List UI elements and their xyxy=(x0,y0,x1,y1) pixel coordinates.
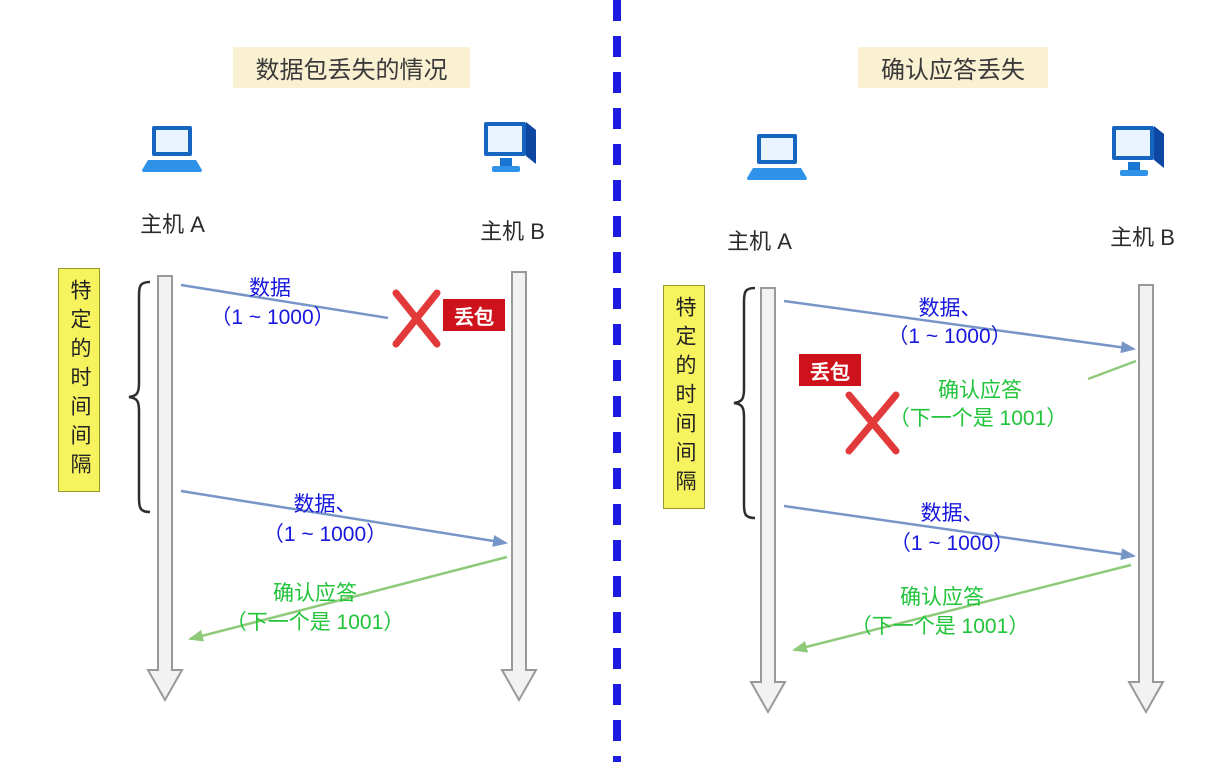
left-host-b-timeline-arrow xyxy=(500,271,538,703)
left-loss-badge: 丢包 xyxy=(443,299,505,331)
left-data1-label-line1: 数据 xyxy=(249,277,291,300)
right-ack-label-line2: （下一个是 1001） xyxy=(850,615,1030,638)
right-data2-label-line1: 数据、 xyxy=(920,502,984,525)
right-data1-label-line1: 数据、 xyxy=(918,297,982,320)
left-data1-arrow xyxy=(180,283,389,320)
desktop-icon xyxy=(484,122,536,172)
right-data2-arrow xyxy=(783,504,1136,561)
laptop-icon xyxy=(142,126,202,172)
left-data1-label-line2: （1 ~ 1000） xyxy=(210,306,335,329)
left-ack-label-line2: （下一个是 1001） xyxy=(225,611,405,634)
right-ack-lost-label-line1: 确认应答 xyxy=(938,379,1022,402)
left-ack-label-line1: 确认应答 xyxy=(273,582,357,605)
left-loss-x-icon xyxy=(392,289,441,348)
right-interval-brace xyxy=(733,286,756,520)
left-ack-arrow xyxy=(188,555,508,642)
left-data2-label-line2: （1 ~ 1000） xyxy=(262,523,388,546)
right-loss-badge: 丢包 xyxy=(799,354,861,386)
desktop-icon xyxy=(1112,126,1164,176)
right-ack-arrow xyxy=(792,563,1132,653)
right-data1-label-line2: （1 ~ 1000） xyxy=(887,325,1012,348)
left-data2-arrow xyxy=(180,489,508,547)
left-interval-label: 特定的时间间隔 xyxy=(68,278,91,482)
right-host-a-timeline-arrow xyxy=(749,287,787,715)
right-ack-lost-arrow xyxy=(1087,359,1137,381)
left-host-b-label: 主机 B xyxy=(480,219,545,244)
left-data2-label-line1: 数据、 xyxy=(293,493,357,516)
right-host-b-label: 主机 B xyxy=(1110,225,1175,250)
right-host-b-timeline-arrow xyxy=(1127,284,1165,715)
right-data1-arrow xyxy=(783,299,1136,354)
right-loss-x-icon xyxy=(845,391,900,455)
right-interval-box: 特定的时间间隔 xyxy=(663,285,705,509)
left-host-a-label: 主机 A xyxy=(140,212,205,237)
right-panel-title: 确认应答丢失 xyxy=(858,47,1048,88)
right-ack-label-line1: 确认应答 xyxy=(900,586,984,609)
right-interval-label: 特定的时间间隔 xyxy=(673,295,696,499)
right-host-a-label: 主机 A xyxy=(727,229,792,254)
right-ack-lost-label-line2: （下一个是 1001） xyxy=(888,407,1068,430)
left-interval-brace xyxy=(128,280,151,514)
right-data2-label-line2: （1 ~ 1000） xyxy=(889,532,1015,555)
laptop-icon xyxy=(747,134,807,180)
left-interval-box: 特定的时间间隔 xyxy=(58,268,100,492)
left-panel-title: 数据包丢失的情况 xyxy=(233,47,470,88)
left-host-a-timeline-arrow xyxy=(146,275,184,703)
